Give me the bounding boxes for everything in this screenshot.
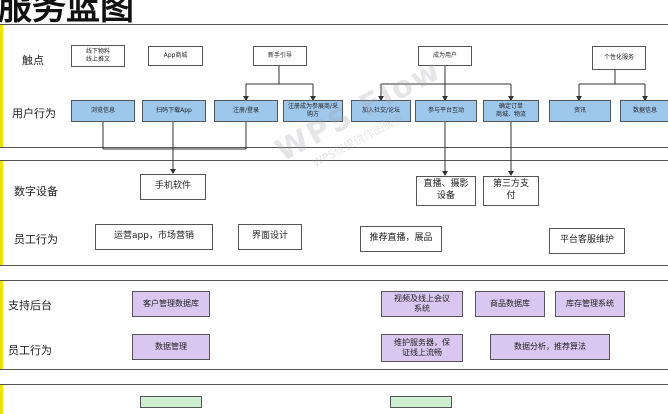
device-third-party-pay[interactable]: 第三方支 付	[483, 176, 539, 206]
user-action-join-community[interactable]: 加入社交/论坛	[351, 100, 411, 122]
staff-ops-marketing[interactable]: 运营app，市场营销	[95, 224, 213, 250]
backstage-product-db[interactable]: 商品数据库	[475, 291, 545, 317]
section-label-touchpoint: 触点	[22, 54, 44, 67]
backstage-inventory[interactable]: 库存管理系统	[555, 291, 625, 317]
staff-data-analysis[interactable]: 数据分析，推荐算法	[490, 334, 610, 360]
band-accent	[0, 161, 3, 265]
page-title: 服务蓝图	[0, 0, 134, 28]
device-live-photo[interactable]: 直播、摄影 设备	[416, 176, 476, 206]
touchpoint-offline-materials[interactable]: 线下物料 线上推文	[71, 45, 125, 67]
bottom-box[interactable]	[390, 396, 452, 408]
device-mobile-software[interactable]: 手机软件	[140, 174, 206, 200]
section-label-backstage: 支持后台	[8, 299, 52, 312]
touchpoint-personalized-service[interactable]: 个性化服务	[592, 46, 646, 70]
user-action-register[interactable]: 注册/登录	[214, 100, 278, 122]
band-accent	[0, 25, 3, 147]
touchpoint-become-user[interactable]: 成为用户	[418, 46, 472, 66]
staff-server-maintenance[interactable]: 维护服务器，保 证线上流畅	[381, 334, 463, 362]
user-action-data-info[interactable]: 数据信息	[620, 100, 668, 122]
user-action-join-platform[interactable]: 参与平台互动	[415, 100, 477, 122]
band-accent	[0, 281, 3, 369]
staff-data-management[interactable]: 数据管理	[132, 334, 210, 360]
user-action-news[interactable]: 资讯	[549, 100, 611, 122]
backstage-crm-db[interactable]: 客户管理数据库	[132, 291, 210, 317]
bottom-box[interactable]	[140, 396, 202, 408]
section-label-staff-behavior-back: 员工行为	[8, 344, 52, 357]
section-label-digital-device: 数字设备	[14, 185, 58, 198]
user-action-become-member[interactable]: 注册成为参展商/采购方	[283, 100, 343, 122]
staff-live-recommend[interactable]: 推荐直播，展品	[360, 226, 442, 252]
user-action-confirm-order[interactable]: 确定订单 商城、物流	[483, 100, 539, 122]
user-action-scan-download[interactable]: 扫码下载App	[142, 100, 206, 122]
staff-cs-maintain[interactable]: 平台客服维护	[549, 228, 625, 254]
bottom-band	[0, 384, 668, 414]
backstage-video-meeting[interactable]: 视频及线上会议 系统	[381, 291, 463, 317]
frontstage-band	[0, 24, 668, 148]
touchpoint-app-store[interactable]: App商城	[148, 46, 203, 66]
section-label-staff-behavior: 员工行为	[14, 233, 58, 246]
section-label-user-behavior: 用户行为	[12, 107, 56, 120]
staff-ui-design[interactable]: 界面设计	[238, 224, 302, 250]
touchpoint-onboarding[interactable]: 新手引导	[253, 46, 307, 66]
user-action-browse[interactable]: 浏览信息	[71, 100, 135, 122]
